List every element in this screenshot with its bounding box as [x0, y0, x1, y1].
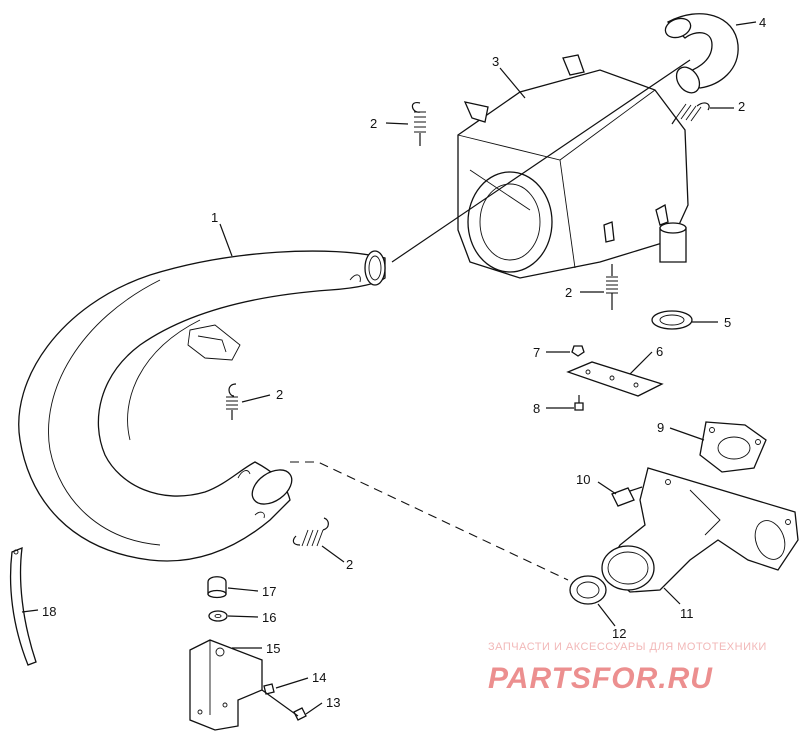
callout-2: 2	[346, 557, 353, 572]
y-manifold	[601, 467, 799, 593]
callout-1: 1	[211, 210, 218, 225]
stud-bolt	[611, 486, 643, 507]
silencer-muffler	[457, 54, 689, 279]
callout-2: 2	[370, 116, 377, 131]
fastener-nut	[263, 683, 275, 695]
spring	[292, 517, 329, 547]
strap	[9, 546, 37, 666]
callout-15: 15	[266, 641, 280, 656]
assembly-lines	[261, 59, 691, 717]
callout-11: 11	[680, 606, 694, 621]
mounting-bracket	[189, 639, 263, 731]
callout-2: 2	[276, 387, 283, 402]
callout-12: 12	[612, 626, 626, 641]
watermark-logo: ЗАПЧАСТИ И АКСЕССУАРЫ ДЛЯ МОТОТЕХНИКИ PA…	[488, 641, 767, 695]
callout-2: 2	[738, 99, 745, 114]
callout-13: 13	[326, 695, 340, 710]
bolt	[574, 395, 584, 411]
callout-3: 3	[492, 54, 499, 69]
callout-5: 5	[724, 315, 731, 330]
callout-10: 10	[576, 472, 590, 487]
fastener	[293, 707, 307, 721]
tail-pipe-elbow	[664, 13, 739, 94]
spring	[226, 383, 238, 420]
callout-18: 18	[42, 604, 56, 619]
spring	[411, 102, 426, 146]
callout-14: 14	[312, 670, 326, 685]
watermark-tagline: ЗАПЧАСТИ И АКСЕССУАРЫ ДЛЯ МОТОТЕХНИКИ	[488, 641, 767, 653]
callout-9: 9	[657, 420, 664, 435]
callout-7: 7	[533, 345, 540, 360]
callout-16: 16	[262, 610, 276, 625]
callout-6: 6	[656, 344, 663, 359]
mounting-plate	[566, 361, 664, 397]
watermark-brand: PARTSFOR.RU	[488, 662, 713, 695]
flange-gasket	[699, 421, 767, 473]
expansion-chamber-pipe	[18, 250, 386, 562]
callout-2: 2	[565, 285, 572, 300]
washer	[208, 610, 228, 622]
leader-lines	[21, 21, 757, 715]
nut	[571, 345, 585, 357]
callouts: 1 2 3 4 2 2 5 6 7 8 2 9 10 11 12 2 18 17…	[42, 15, 766, 710]
callout-8: 8	[533, 401, 540, 416]
grommet	[207, 576, 227, 599]
callout-17: 17	[262, 584, 276, 599]
callout-4: 4	[759, 15, 766, 30]
gasket-ring	[651, 310, 693, 330]
seal-ring	[569, 575, 607, 605]
spring	[606, 264, 618, 310]
spring	[671, 102, 710, 125]
